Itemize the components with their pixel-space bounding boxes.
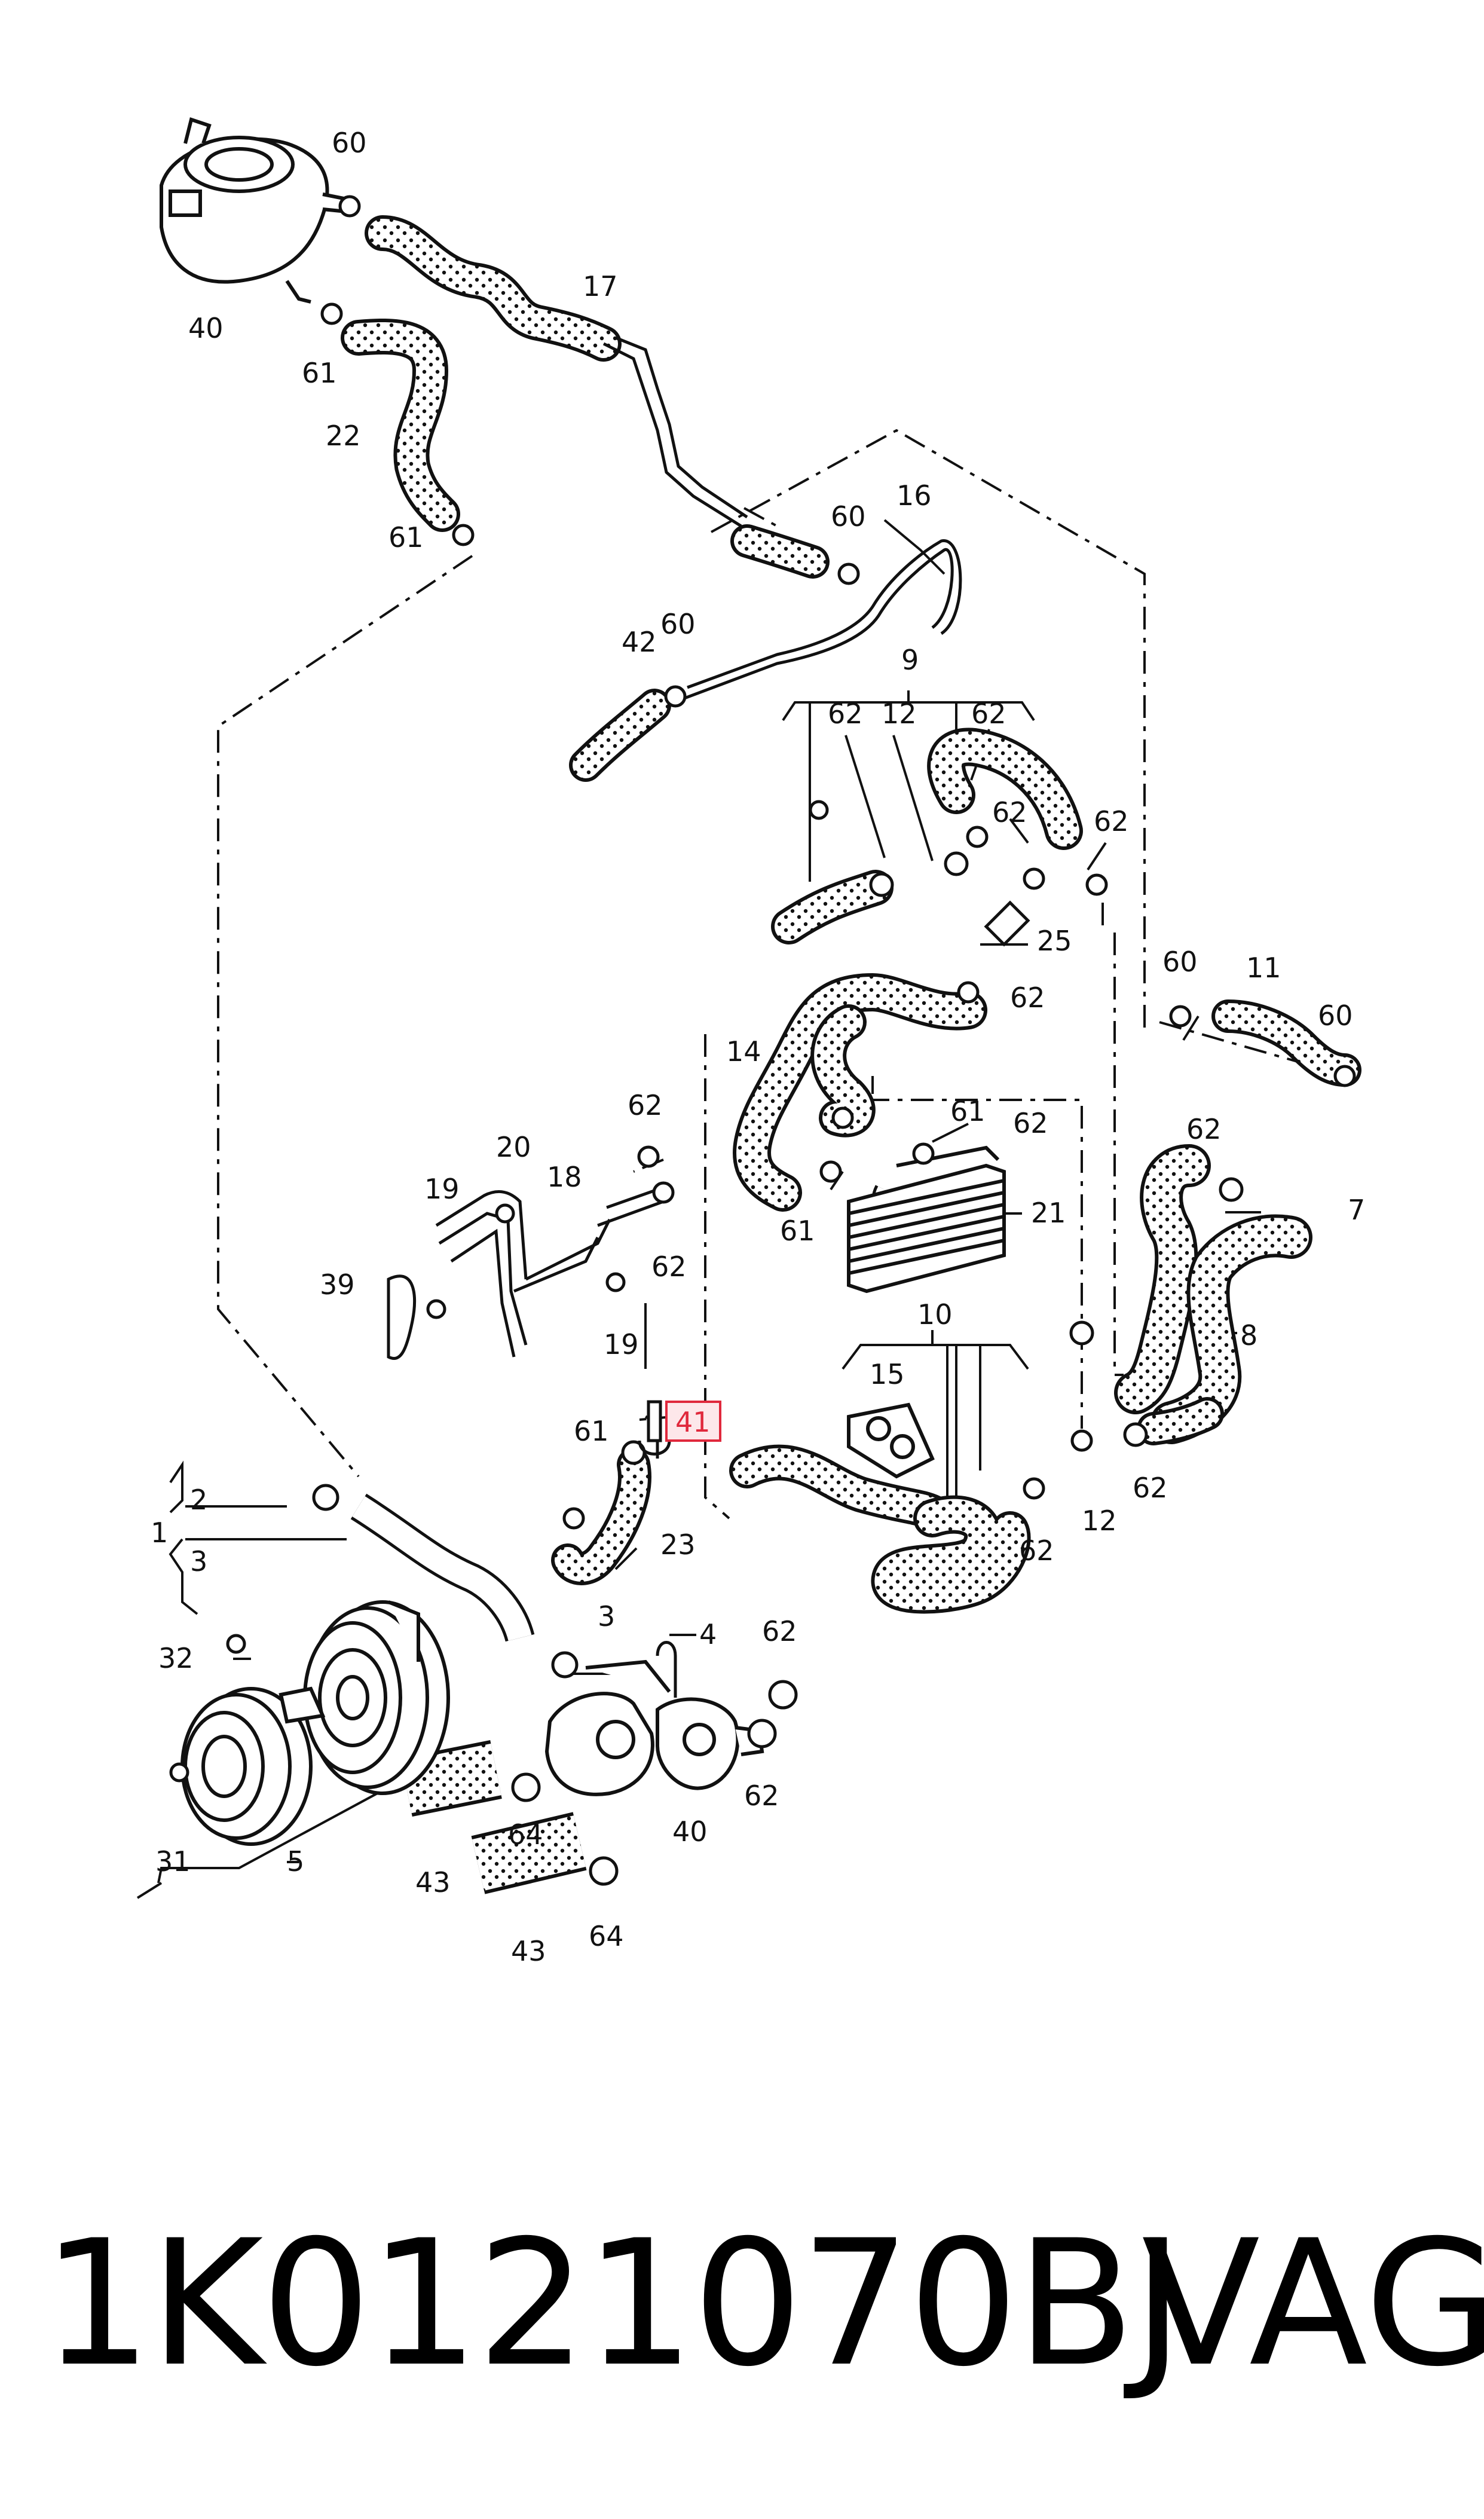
callout-62: 62 [744, 1780, 779, 1812]
callout-43: 43 [415, 1866, 451, 1899]
brand-name: VAG [1142, 2203, 1484, 2405]
parts-diagram: 40 60 17 61 22 61 16 60 42 60 9 62 12 62… [136, 117, 1365, 1967]
callout-61: 61 [780, 1215, 815, 1247]
callout-39: 39 [320, 1268, 355, 1301]
callout-31: 31 [155, 1845, 191, 1878]
callout-62: 62 [1094, 805, 1129, 837]
callout-62: 62 [992, 796, 1027, 829]
callout-62: 62 [651, 1251, 687, 1283]
pulley-assembly [180, 1600, 450, 1846]
clamps [169, 195, 1356, 1886]
callout-62: 62 [1133, 1472, 1168, 1504]
callout-15: 15 [870, 1358, 905, 1390]
callout-12: 12 [1082, 1505, 1117, 1537]
callout-3: 3 [598, 1600, 615, 1633]
callout-3: 3 [190, 1545, 207, 1578]
callout-8: 8 [1240, 1319, 1257, 1352]
callout-61: 61 [388, 521, 424, 554]
callout-labels: 40 60 17 61 22 61 16 60 42 60 9 62 12 62… [151, 127, 1365, 1967]
callout-21: 21 [1031, 1197, 1066, 1229]
hoses [341, 215, 1361, 1894]
callout-22: 22 [326, 420, 361, 452]
callout-64: 64 [508, 1818, 543, 1851]
callout-12: 12 [882, 698, 917, 730]
callout-60: 60 [831, 500, 866, 533]
bracket [847, 1402, 935, 1479]
callout-4: 4 [699, 1618, 717, 1650]
callout-14: 14 [726, 1035, 761, 1068]
callout-62: 62 [1019, 1534, 1054, 1567]
callout-64: 64 [589, 1920, 624, 1952]
callout-19: 19 [604, 1328, 639, 1361]
highlight-box [665, 1401, 721, 1442]
callout-19: 19 [424, 1173, 460, 1205]
callout-17: 17 [583, 270, 618, 302]
callout-1: 1 [151, 1517, 168, 1549]
callout-25: 25 [1037, 925, 1072, 957]
thermostat-housing [544, 1659, 764, 1796]
callout-61: 61 [302, 357, 337, 389]
callout-16: 16 [896, 479, 932, 512]
callout-62: 62 [1010, 982, 1045, 1014]
callout-40-top: 40 [188, 312, 224, 344]
callout-10: 10 [917, 1298, 953, 1331]
callout-40-bottom: 40 [672, 1815, 708, 1848]
expansion-tank [160, 117, 354, 304]
callout-42: 42 [622, 626, 657, 658]
callout-62: 62 [628, 1089, 663, 1121]
callout-43: 43 [511, 1935, 546, 1967]
callout-7: 7 [1348, 1194, 1365, 1226]
callout-61: 61 [950, 1095, 986, 1127]
callout-60: 60 [1162, 946, 1198, 978]
callout-32: 32 [158, 1642, 194, 1674]
callout-9: 9 [901, 644, 919, 676]
callout-23: 23 [660, 1528, 696, 1561]
callout-62: 62 [971, 698, 1006, 730]
callout-20: 20 [496, 1131, 531, 1163]
callout-60: 60 [1318, 999, 1353, 1032]
assembly-guide-lines [217, 429, 1348, 1520]
callout-5: 5 [287, 1845, 304, 1878]
part-number: 1K0121070BJ [42, 2203, 1184, 2405]
callout-18: 18 [547, 1161, 582, 1193]
callout-61: 61 [574, 1415, 609, 1447]
callout-62: 62 [762, 1615, 797, 1647]
callout-41: 41 [675, 1406, 711, 1438]
callout-62: 62 [1186, 1113, 1222, 1145]
callout-11: 11 [1246, 952, 1281, 984]
callout-2: 2 [190, 1484, 207, 1516]
callout-60: 60 [332, 127, 367, 159]
callout-62: 62 [828, 698, 863, 730]
highlighted-callout-41[interactable]: 41 [638, 1400, 721, 1456]
callout-62: 62 [1013, 1107, 1048, 1139]
oil-cooler [847, 1145, 1006, 1294]
callout-60: 60 [660, 608, 696, 640]
